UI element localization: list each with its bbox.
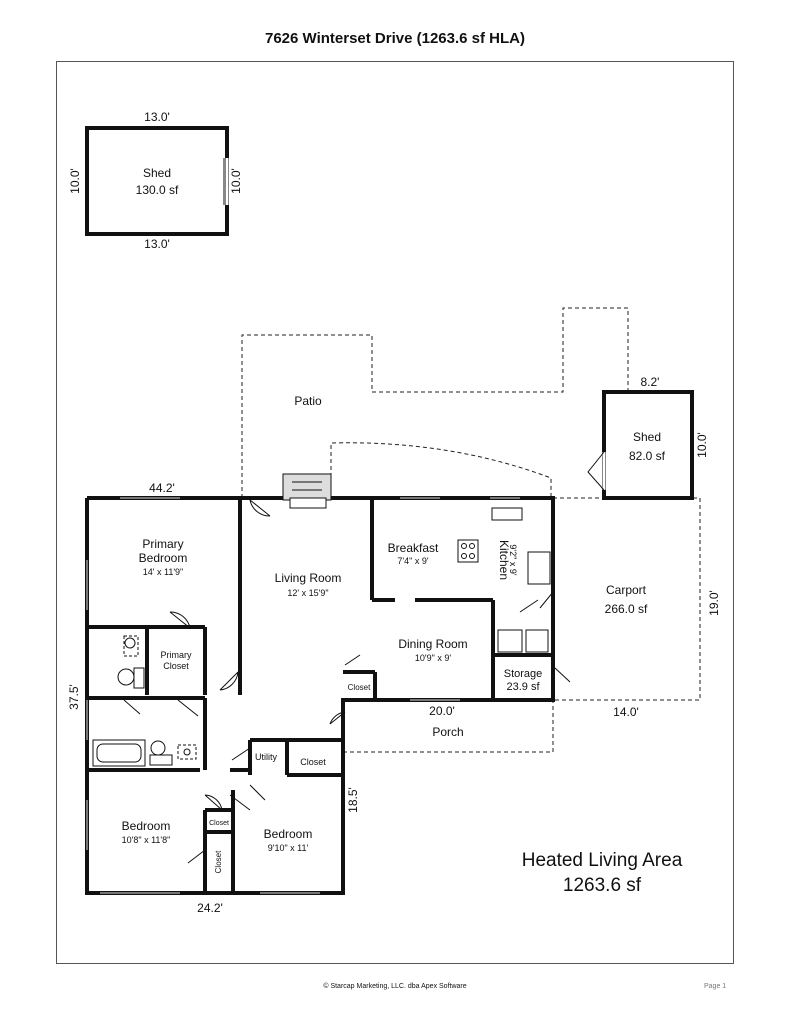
patio-outline xyxy=(241,307,629,498)
shed-small-top-dim: 8.2' xyxy=(641,375,660,389)
kitchen-size: 9'2" x 9' xyxy=(508,544,518,575)
dining-room-size: 10'9" x 9' xyxy=(415,653,451,663)
primary-bedroom-label-1: Primary xyxy=(142,537,183,551)
porch-label: Porch xyxy=(432,725,463,739)
vertical-closet-label: Closet xyxy=(214,850,223,873)
breakfast-size: 7'4" x 9' xyxy=(397,556,428,566)
shed-large-right-dim: 10.0' xyxy=(229,168,243,194)
bedroom-right-size: 9'10" x 11' xyxy=(268,843,309,853)
storage-area: 23.9 sf xyxy=(506,681,540,693)
dining-room-label: Dining Room xyxy=(398,637,467,651)
shed-large-left-dim: 10.0' xyxy=(68,168,82,194)
house-top-dim: 44.2' xyxy=(149,481,175,495)
shed-small-area: 82.0 sf xyxy=(629,449,666,463)
utility-label: Utility xyxy=(255,752,277,762)
outdoor-areas xyxy=(241,307,701,753)
house-walls xyxy=(85,496,555,895)
windows xyxy=(86,497,520,894)
carport-label: Carport xyxy=(606,583,647,597)
porch-outline xyxy=(343,700,554,753)
copyright-footer: © Starcap Marketing, LLC. dba Apex Softw… xyxy=(323,983,467,990)
patio-arc xyxy=(330,442,552,498)
door-swings xyxy=(123,499,571,864)
kitchen-label: Kitchen xyxy=(497,540,511,580)
carport-right-dim: 19.0' xyxy=(707,590,721,616)
shed-small-walls xyxy=(602,390,694,500)
house-bottom-dim: 24.2' xyxy=(197,901,223,915)
hall-closet-label: Closet xyxy=(300,757,326,767)
patio-label: Patio xyxy=(294,394,322,408)
shed-small-right-dim: 10.0' xyxy=(695,432,709,458)
shed-large-name: Shed xyxy=(143,166,171,180)
carport-outline xyxy=(553,497,701,701)
carport-area: 266.0 sf xyxy=(605,602,648,616)
small-closet-label: Closet xyxy=(209,820,229,827)
shed-small-door-swing xyxy=(587,451,605,491)
bedroom-right-label: Bedroom xyxy=(264,827,313,841)
shed-small-name: Shed xyxy=(633,430,661,444)
fixtures xyxy=(92,507,551,767)
primary-bedroom-label-2: Bedroom xyxy=(139,551,188,565)
house-left-dim: 37.5' xyxy=(67,684,81,710)
primary-closet-label-2: Closet xyxy=(163,661,189,671)
dimension-labels: 13.0' 13.0' 10.0' 10.0' 8.2' 10.0' 44.2'… xyxy=(67,110,721,915)
page-number: Page 1 xyxy=(704,983,727,990)
shed-large-walls xyxy=(85,126,229,236)
living-room-label: Living Room xyxy=(275,571,342,585)
primary-closet-label-1: Primary xyxy=(161,650,192,660)
dining-closet-label: Closet xyxy=(348,683,371,692)
heated-area-heading: Heated Living Area xyxy=(522,850,683,871)
living-room-size: 12' x 15'9" xyxy=(287,588,328,598)
shed-large-bottom-dim: 13.0' xyxy=(144,237,170,251)
shed-large-area: 130.0 sf xyxy=(136,183,179,197)
drawing-frame xyxy=(56,61,734,964)
porch-dim: 20.0' xyxy=(429,704,455,718)
room-labels: Shed 130.0 sf Shed 82.0 sf Patio Primary… xyxy=(122,166,666,873)
storage-label: Storage xyxy=(504,668,543,680)
shed-large-top-dim: 13.0' xyxy=(144,110,170,124)
fireplace xyxy=(282,473,332,509)
breakfast-label: Breakfast xyxy=(388,541,439,555)
heated-area-value: 1263.6 sf xyxy=(563,875,642,896)
carport-bottom-dim: 14.0' xyxy=(613,705,639,719)
bedroom-left-size: 10'8" x 11'8" xyxy=(122,835,171,845)
wing-side-dim: 18.5' xyxy=(346,787,360,813)
bedroom-left-label: Bedroom xyxy=(122,819,171,833)
primary-bedroom-size: 14' x 11'9" xyxy=(143,567,184,577)
page-title: 7626 Winterset Drive (1263.6 sf HLA) xyxy=(265,30,525,47)
